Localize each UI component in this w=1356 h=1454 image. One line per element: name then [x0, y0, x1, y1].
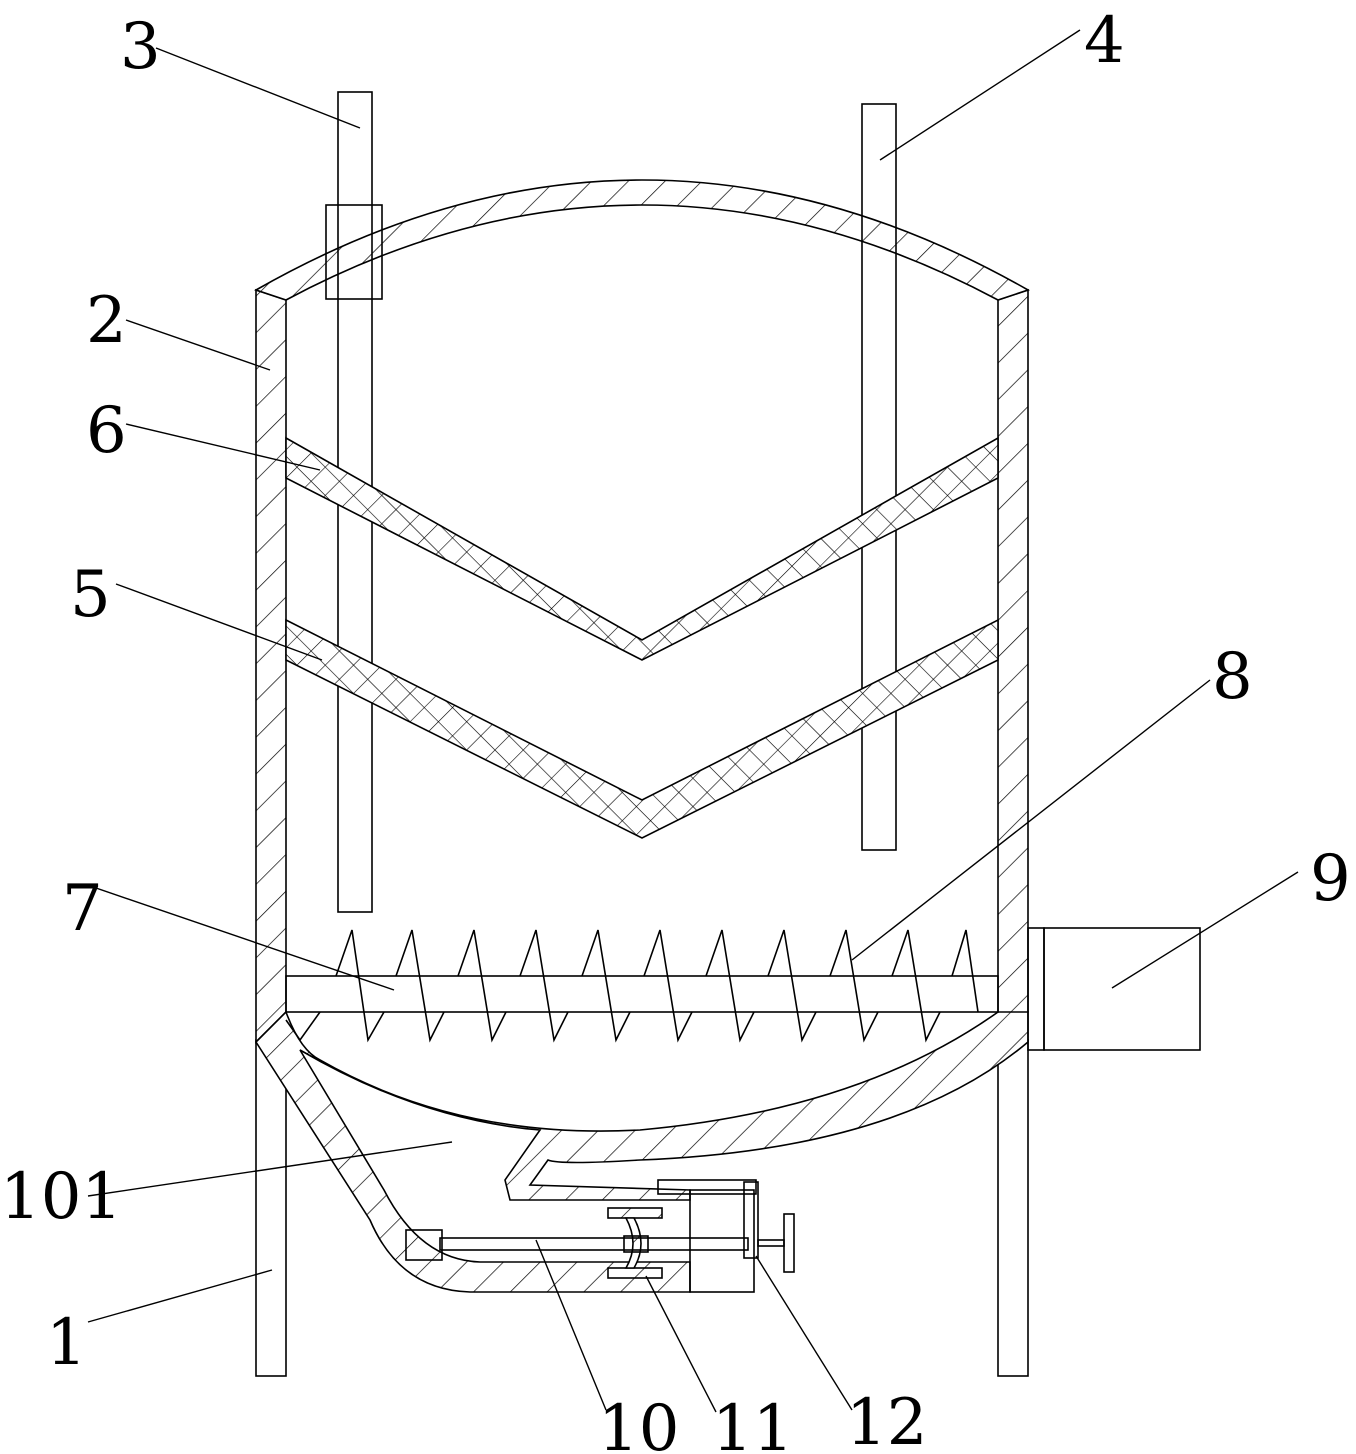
- label-5: 5: [70, 558, 111, 632]
- support-leg-right: [997, 1039, 1029, 1377]
- tank-bottom-dish: [254, 1010, 1029, 1293]
- label-3: 3: [120, 10, 161, 84]
- label-11: 11: [712, 1392, 793, 1454]
- screw-shaft-7: [285, 975, 999, 1013]
- support-leg-left: [255, 1039, 287, 1377]
- label-101: 101: [0, 1160, 122, 1234]
- screw-flights-8: [285, 929, 979, 1043]
- motor-coupling: [1027, 927, 1045, 1051]
- label-12: 12: [846, 1386, 927, 1454]
- leader-lines: [87, 29, 1299, 1413]
- label-10: 10: [598, 1392, 679, 1454]
- valve-handwheel: [783, 1213, 795, 1273]
- valve-rod-end: [405, 1229, 443, 1261]
- motor-9: [1043, 927, 1201, 1051]
- valve-gate-11: [624, 1217, 642, 1269]
- valve-seat-lower: [607, 1267, 663, 1279]
- valve-housing-top: [657, 1179, 757, 1195]
- label-9: 9: [1310, 842, 1351, 916]
- label-6: 6: [86, 394, 127, 468]
- tank-top-dome: [254, 179, 1030, 301]
- valve-bracket-12: [743, 1181, 759, 1259]
- valve-seat-upper: [607, 1207, 663, 1219]
- shaft-3-bearing: [325, 204, 383, 300]
- valve-body: [689, 1189, 755, 1293]
- valve-rod-10: [439, 1237, 749, 1251]
- sieve-plate-6: [285, 436, 999, 661]
- shaft-4: [861, 103, 897, 851]
- label-4: 4: [1084, 4, 1125, 78]
- valve-rod-block: [623, 1235, 649, 1253]
- tank-wall-left: [255, 288, 287, 1044]
- label-1: 1: [46, 1306, 87, 1380]
- sieve-plate-5: [285, 618, 999, 839]
- label-2: 2: [86, 284, 127, 358]
- tank-wall-right: [997, 288, 1029, 1044]
- label-7: 7: [62, 872, 103, 946]
- label-8: 8: [1212, 640, 1253, 714]
- valve-handwheel-stem: [757, 1239, 785, 1247]
